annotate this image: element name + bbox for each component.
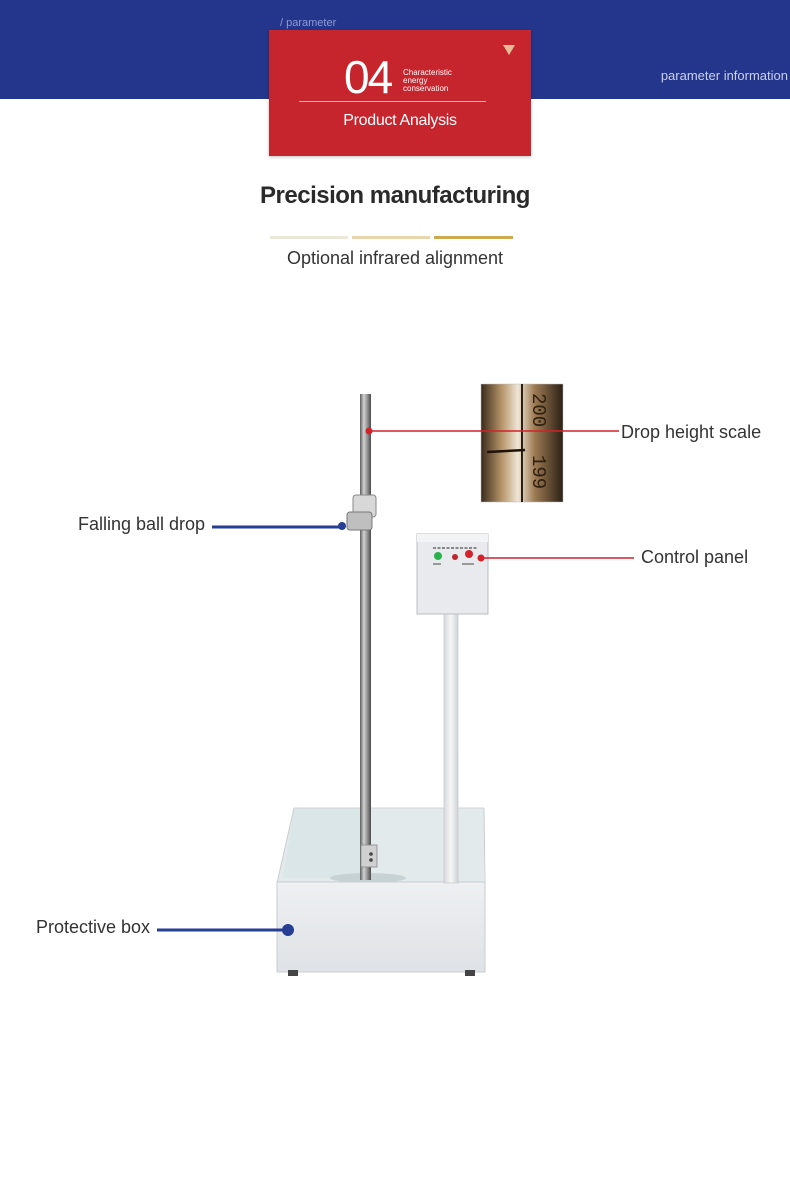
callout-drop-height-scale: Drop height scale bbox=[621, 422, 762, 442]
drop-rod-graphic bbox=[346, 394, 378, 880]
badge-divider bbox=[299, 101, 486, 102]
callout-falling-ball-drop: Falling ball drop bbox=[78, 514, 206, 534]
product-image: 200 199 bbox=[157, 383, 634, 976]
title-underline-2 bbox=[352, 236, 430, 239]
section-description: Characteristic energy conservation bbox=[403, 69, 483, 93]
description-line: Characteristic bbox=[403, 68, 452, 77]
page-subtitle: Optional infrared alignment bbox=[286, 248, 504, 268]
section-badge: 04 Characteristic energy conservation Pr… bbox=[269, 30, 531, 156]
description-line: conservation bbox=[403, 84, 449, 93]
callout-control-panel: Control panel bbox=[641, 547, 749, 567]
protective-box-graphic bbox=[276, 807, 486, 976]
callout-falling-ball-line bbox=[212, 522, 346, 530]
title-underline-1 bbox=[270, 236, 348, 239]
triangle-down-icon bbox=[503, 45, 515, 55]
breadcrumb: / parameter bbox=[280, 17, 337, 29]
page-title: Precision manufacturing bbox=[260, 182, 530, 209]
callout-protective-box-line bbox=[157, 924, 294, 936]
scale-number-199: 199 bbox=[527, 455, 549, 489]
zoom-inset: 200 199 bbox=[480, 383, 564, 503]
callout-control-panel-line bbox=[477, 554, 634, 562]
badge-subtitle: Product Analysis bbox=[343, 112, 457, 129]
title-underline-3 bbox=[434, 236, 513, 239]
parameter-information-label: parameter information bbox=[660, 68, 788, 83]
control-panel-graphic bbox=[416, 533, 489, 884]
section-number: 04 bbox=[344, 51, 393, 103]
callout-protective-box: Protective box bbox=[36, 917, 151, 937]
callout-drop-height-line bbox=[365, 427, 619, 435]
scale-number-200: 200 bbox=[527, 393, 549, 427]
description-line: energy bbox=[403, 76, 428, 85]
